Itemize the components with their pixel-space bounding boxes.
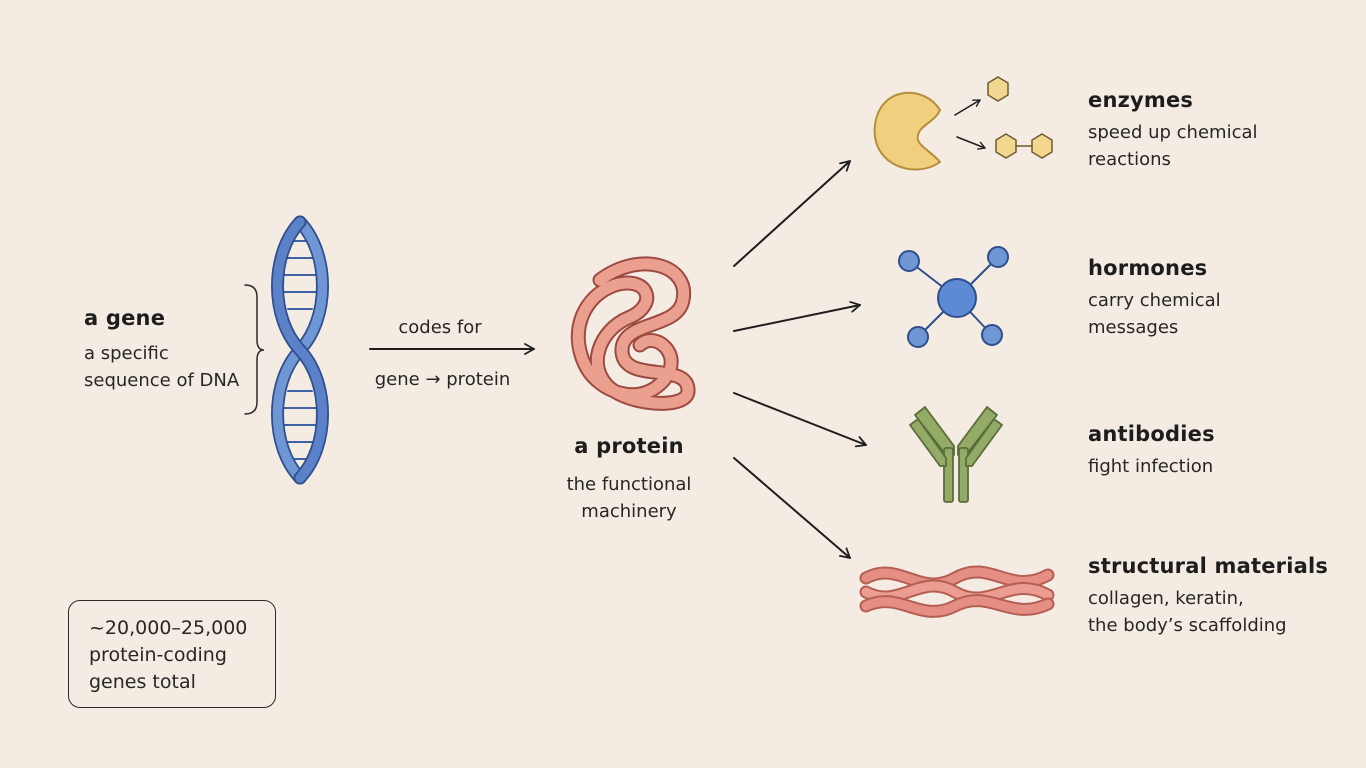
gene-count-line-2: protein-coding: [89, 644, 227, 666]
role-structural-desc-line-2: the body’s scaffolding: [1088, 615, 1287, 636]
antibody-icon: [909, 406, 1003, 503]
role-enzymes: enzymes speed up chemical reactions: [1088, 88, 1258, 173]
protein-fold-icon: [570, 256, 696, 411]
arrow-to-enzymes: [733, 160, 851, 267]
role-enzymes-desc-line-1: speed up chemical: [1088, 122, 1258, 143]
role-antibodies-desc: fight infection: [1088, 453, 1215, 480]
gene-desc-line-2: sequence of DNA: [84, 370, 240, 391]
role-enzymes-desc: speed up chemical reactions: [1088, 119, 1258, 173]
hormone-molecule-icon: [898, 246, 1009, 348]
role-hormones-desc-line-2: messages: [1088, 317, 1179, 338]
dna-helix-icon: [271, 215, 329, 485]
gene-count-line-3: genes total: [89, 671, 196, 693]
gene-title: a gene: [84, 306, 166, 330]
gene-desc-line-1: a specific: [84, 343, 169, 364]
gene-bracket: [244, 284, 265, 415]
role-enzymes-title: enzymes: [1088, 88, 1194, 112]
collagen-fiber-icon: [859, 565, 1055, 618]
arrow-to-antibodies: [733, 392, 867, 448]
gene-count-line-1: ~20,000–25,000: [89, 617, 248, 639]
link-label-bottom: gene → protein: [374, 369, 511, 390]
arrow-to-structural: [733, 457, 851, 559]
role-hormones-title: hormones: [1088, 256, 1208, 280]
role-enzymes-desc-line-2: reactions: [1088, 149, 1171, 170]
protein-title: a protein: [574, 434, 684, 458]
role-antibodies: antibodies fight infection: [1088, 422, 1215, 480]
role-hormones-desc-line-1: carry chemical: [1088, 290, 1221, 311]
arrow-to-hormones: [733, 301, 861, 332]
enzyme-icon: [873, 76, 1053, 171]
role-structural-desc-line-1: collagen, keratin,: [1088, 588, 1244, 609]
gene-description: a specific sequence of DNA: [84, 340, 239, 394]
role-hormones-desc: carry chemical messages: [1088, 287, 1221, 341]
protein-desc-line-2: machinery: [581, 501, 677, 522]
gene-count-box: ~20,000–25,000 protein-coding genes tota…: [68, 600, 276, 708]
role-antibodies-title: antibodies: [1088, 422, 1215, 446]
role-structural-desc: collagen, keratin, the body’s scaffoldin…: [1088, 585, 1328, 639]
protein-description: the functional machinery: [539, 471, 719, 525]
link-label-top: codes for: [398, 317, 482, 338]
role-structural-title: structural materials: [1088, 554, 1329, 578]
role-hormones: hormones carry chemical messages: [1088, 256, 1221, 341]
role-antibodies-desc-line-1: fight infection: [1088, 456, 1214, 477]
role-structural: structural materials collagen, keratin, …: [1088, 554, 1328, 639]
protein-desc-line-1: the functional: [566, 474, 692, 495]
